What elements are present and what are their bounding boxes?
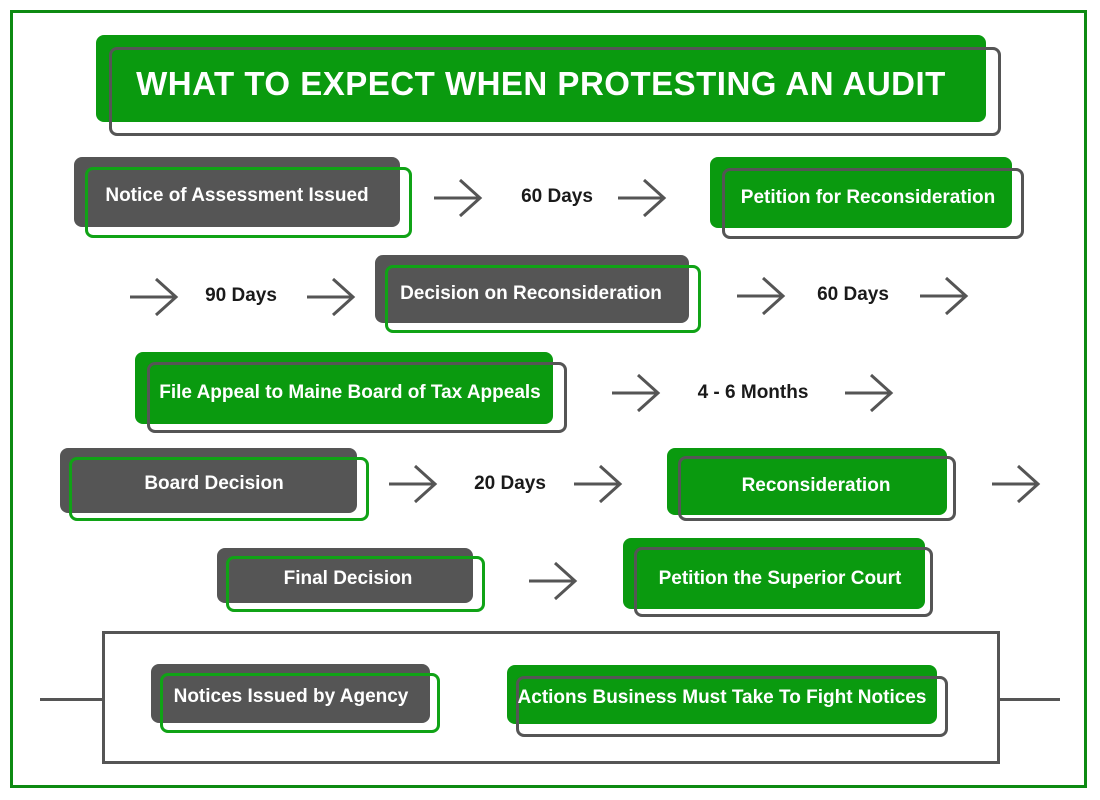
arrow-right-icon <box>307 277 356 317</box>
arrow-right-icon <box>130 277 179 317</box>
arrow-right-icon <box>529 561 578 601</box>
title-banner: WHAT TO EXPECT WHEN PROTESTING AN AUDIT <box>96 35 1006 139</box>
legend-box <box>102 631 1000 764</box>
legend-line-right <box>1000 698 1060 701</box>
arrow-right-icon <box>574 464 623 504</box>
page-title: WHAT TO EXPECT WHEN PROTESTING AN AUDIT <box>136 65 946 102</box>
arrow-right-icon <box>920 276 969 316</box>
step-petition-superior-court: Petition the Superior Court <box>623 538 935 618</box>
step-reconsideration: Reconsideration <box>667 448 957 523</box>
diagram-frame <box>10 10 1087 788</box>
arrow-right-icon <box>612 373 661 413</box>
step-notice-of-assessment: Notice of Assessment Issued <box>74 157 414 240</box>
legend-agency-label: Notices Issued by Agency <box>173 686 409 707</box>
legend-business-label: Actions Business Must Take To Fight Noti… <box>517 687 927 708</box>
arrow-right-icon <box>737 276 786 316</box>
step-label: Petition the Superior Court <box>658 568 902 589</box>
arrow-right-icon <box>389 464 438 504</box>
step-label: Notice of Assessment Issued <box>105 185 369 206</box>
step-label: Final Decision <box>283 568 413 589</box>
duration-label: 90 Days <box>205 285 277 306</box>
arrow-right-icon <box>992 464 1041 504</box>
legend-agency: Notices Issued by Agency <box>151 664 442 735</box>
legend-business: Actions Business Must Take To Fight Noti… <box>507 665 950 739</box>
duration-label: 60 Days <box>817 284 889 305</box>
step-label: Reconsideration <box>741 475 891 496</box>
arrow-right-icon <box>618 178 667 218</box>
duration-label: 60 Days <box>521 186 593 207</box>
step-label: Decision on Reconsideration <box>400 283 662 304</box>
arrow-right-icon <box>845 373 894 413</box>
step-label: Board Decision <box>144 473 284 494</box>
duration-label: 4 - 6 Months <box>697 382 809 403</box>
step-board-decision: Board Decision <box>60 448 370 523</box>
step-label: File Appeal to Maine Board of Tax Appeal… <box>159 382 541 403</box>
arrow-right-icon <box>434 178 483 218</box>
legend-line-left <box>40 698 102 701</box>
step-file-appeal: File Appeal to Maine Board of Tax Appeal… <box>135 352 567 433</box>
step-decision-on-reconsideration: Decision on Reconsideration <box>375 255 703 335</box>
step-final-decision: Final Decision <box>217 548 487 613</box>
duration-label: 20 Days <box>474 473 546 494</box>
step-label: Petition for Reconsideration <box>740 187 996 208</box>
step-petition-for-reconsideration: Petition for Reconsideration <box>710 157 1024 240</box>
